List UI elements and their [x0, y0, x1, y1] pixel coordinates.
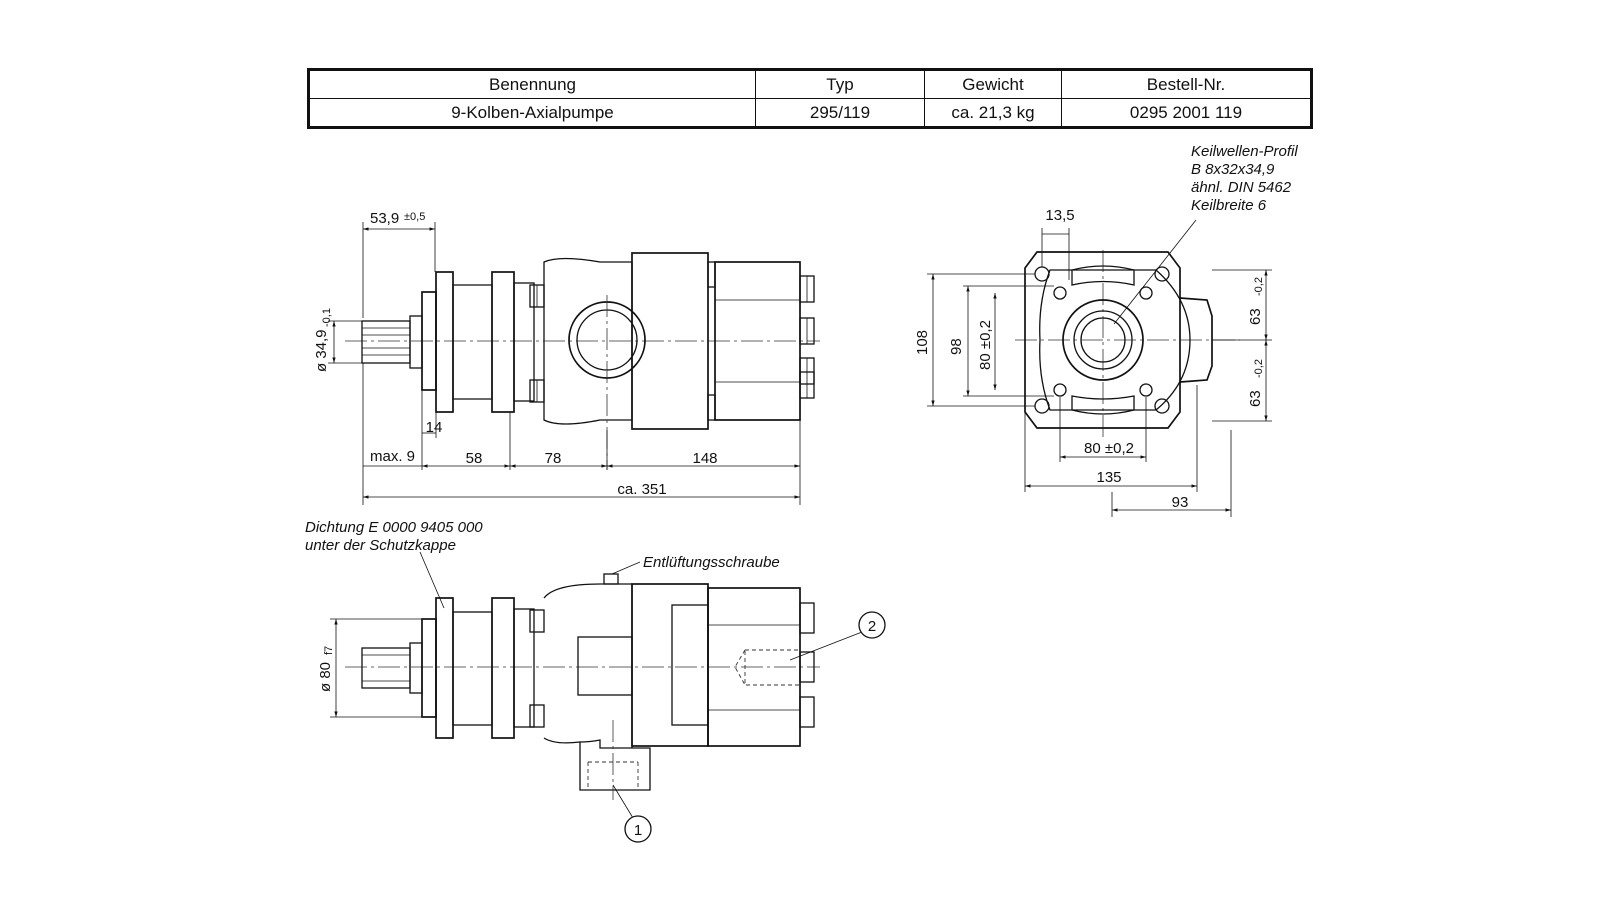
seal-note-line1: Dichtung E 0000 9405 000: [305, 519, 483, 536]
dim-max9: max. 9: [370, 448, 415, 465]
dim-93: 93: [1172, 494, 1189, 511]
dim-shaft-dia: ø 34,9: [313, 329, 330, 372]
dim-63-bottom: 63: [1247, 390, 1264, 407]
dim-80-vertical: 80 ±0,2: [977, 320, 994, 370]
front-view: Keilwellen-Profil B 8x32x34,9 ähnl. DIN …: [914, 143, 1298, 517]
dim-shaft-dia-tol: -0,1: [321, 308, 333, 327]
dim-148: 148: [692, 450, 717, 467]
callout-2: 2: [868, 618, 876, 635]
dim-63-bottom-tol: -0,2: [1253, 359, 1265, 378]
dim-80-horizontal: 80 ±0,2: [1084, 440, 1134, 457]
spec-table: Benennung Typ Gewicht Bestell-Nr. 9-Kolb…: [307, 68, 1313, 129]
dim-13-5: 13,5: [1045, 207, 1074, 224]
spline-note-line2: B 8x32x34,9: [1191, 161, 1275, 178]
callout-1: 1: [634, 822, 642, 839]
dim-98: 98: [948, 338, 965, 355]
bottom-view: Dichtung E 0000 9405 000 unter der Schut…: [305, 519, 886, 843]
dim-flange-dia: ø 80: [317, 662, 334, 692]
spline-note-line4: Keilbreite 6: [1191, 197, 1267, 214]
cell-bestell-nr: 0295 2001 119: [1061, 98, 1312, 128]
dim-63-top-tol: -0,2: [1253, 277, 1265, 296]
dim-flange-dia-tol: f7: [323, 646, 335, 655]
dim-108: 108: [914, 330, 931, 355]
spline-note-line3: ähnl. DIN 5462: [1191, 179, 1292, 196]
spline-note-line1: Keilwellen-Profil: [1191, 143, 1298, 160]
table-header-row: Benennung Typ Gewicht Bestell-Nr.: [308, 69, 1312, 99]
cell-benennung: 9-Kolben-Axialpumpe: [308, 98, 756, 128]
dim-14: 14: [426, 419, 443, 436]
side-view: 53,9 ±0,5 ø 34,9 -0,1 14 max. 9 58 78 14…: [313, 210, 820, 505]
dim-total: ca. 351: [617, 481, 666, 498]
dim-63-top: 63: [1247, 308, 1264, 325]
vent-note: Entlüftungsschraube: [643, 554, 780, 571]
dim-flange-depth: 53,9: [370, 210, 399, 227]
table-row: 9-Kolben-Axialpumpe 295/119 ca. 21,3 kg …: [308, 98, 1312, 128]
cell-typ: 295/119: [755, 98, 925, 128]
seal-note-line2: unter der Schutzkappe: [305, 537, 456, 554]
header-typ: Typ: [755, 69, 925, 99]
dim-flange-depth-tol: ±0,5: [404, 211, 425, 223]
dim-58: 58: [466, 450, 483, 467]
dim-78: 78: [545, 450, 562, 467]
dim-135: 135: [1096, 469, 1121, 486]
